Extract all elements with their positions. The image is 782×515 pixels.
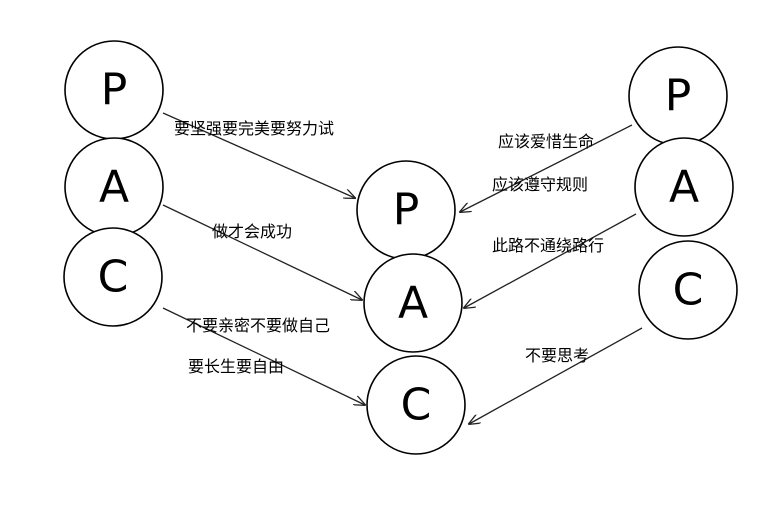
arrow-left-c-to-center-c	[162, 307, 365, 405]
right-adult-node: A	[634, 137, 734, 237]
left-adult-letter: A	[99, 162, 129, 213]
center-child-letter: C	[401, 380, 432, 431]
right-parent-node: P	[628, 46, 728, 146]
label-right-p-message-line2: 应该遵守规则	[492, 175, 588, 194]
left-adult-node: A	[64, 137, 164, 237]
right-parent-letter: P	[665, 71, 692, 122]
center-adult-node: A	[363, 253, 463, 353]
arrow-left-a-to-center-a	[162, 204, 362, 300]
left-parent-node: P	[64, 40, 164, 140]
left-child-node: C	[63, 227, 163, 327]
center-child-node: C	[366, 355, 466, 455]
label-left-a-message: 做才会成功	[212, 222, 292, 241]
label-left-c-message-line1: 不要亲密不要做自己	[186, 316, 330, 335]
left-parent-letter: P	[101, 65, 128, 116]
label-right-p-message-line1: 应该爱惜生命	[498, 132, 594, 151]
label-left-c-message-line2: 要长生要自由	[188, 357, 284, 376]
arrow-right-a-to-center-a	[464, 213, 637, 308]
center-adult-letter: A	[398, 278, 428, 329]
label-right-c-message: 不要思考	[525, 346, 589, 365]
arrow-right-c-to-center-c	[469, 327, 643, 424]
right-adult-letter: A	[669, 162, 699, 213]
label-right-a-message: 此路不通绕路行	[492, 236, 604, 255]
right-child-letter: C	[673, 265, 704, 316]
left-child-letter: C	[98, 252, 129, 303]
arrow-left-p-to-center-p	[162, 112, 355, 198]
arrow-right-p-to-center-p	[460, 124, 633, 212]
center-parent-letter: P	[393, 185, 420, 236]
right-child-node: C	[638, 240, 738, 340]
label-left-p-message: 要坚强要完美要努力试	[174, 119, 334, 138]
center-parent-node: P	[356, 160, 456, 260]
